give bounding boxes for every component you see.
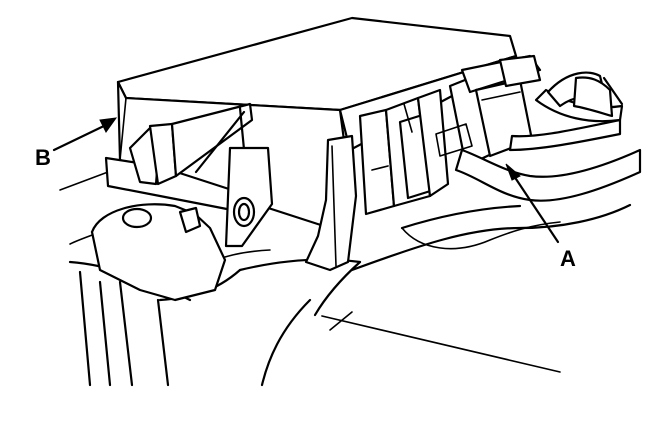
callout-b-leader [52,122,110,152]
bolt-hole-icon [121,207,153,229]
callout-a: A [505,163,576,271]
mounting-bracket [90,203,227,302]
callout-a-leader [508,168,560,244]
bolt-stud-icon [178,206,202,234]
callout-b-label: B [35,145,51,170]
arrowhead-icon [99,117,118,133]
callout-a-label: A [560,246,576,271]
arrowhead-icon [505,163,521,181]
control-module [104,16,522,272]
callout-b: B [35,117,118,170]
connector-left [358,88,450,216]
